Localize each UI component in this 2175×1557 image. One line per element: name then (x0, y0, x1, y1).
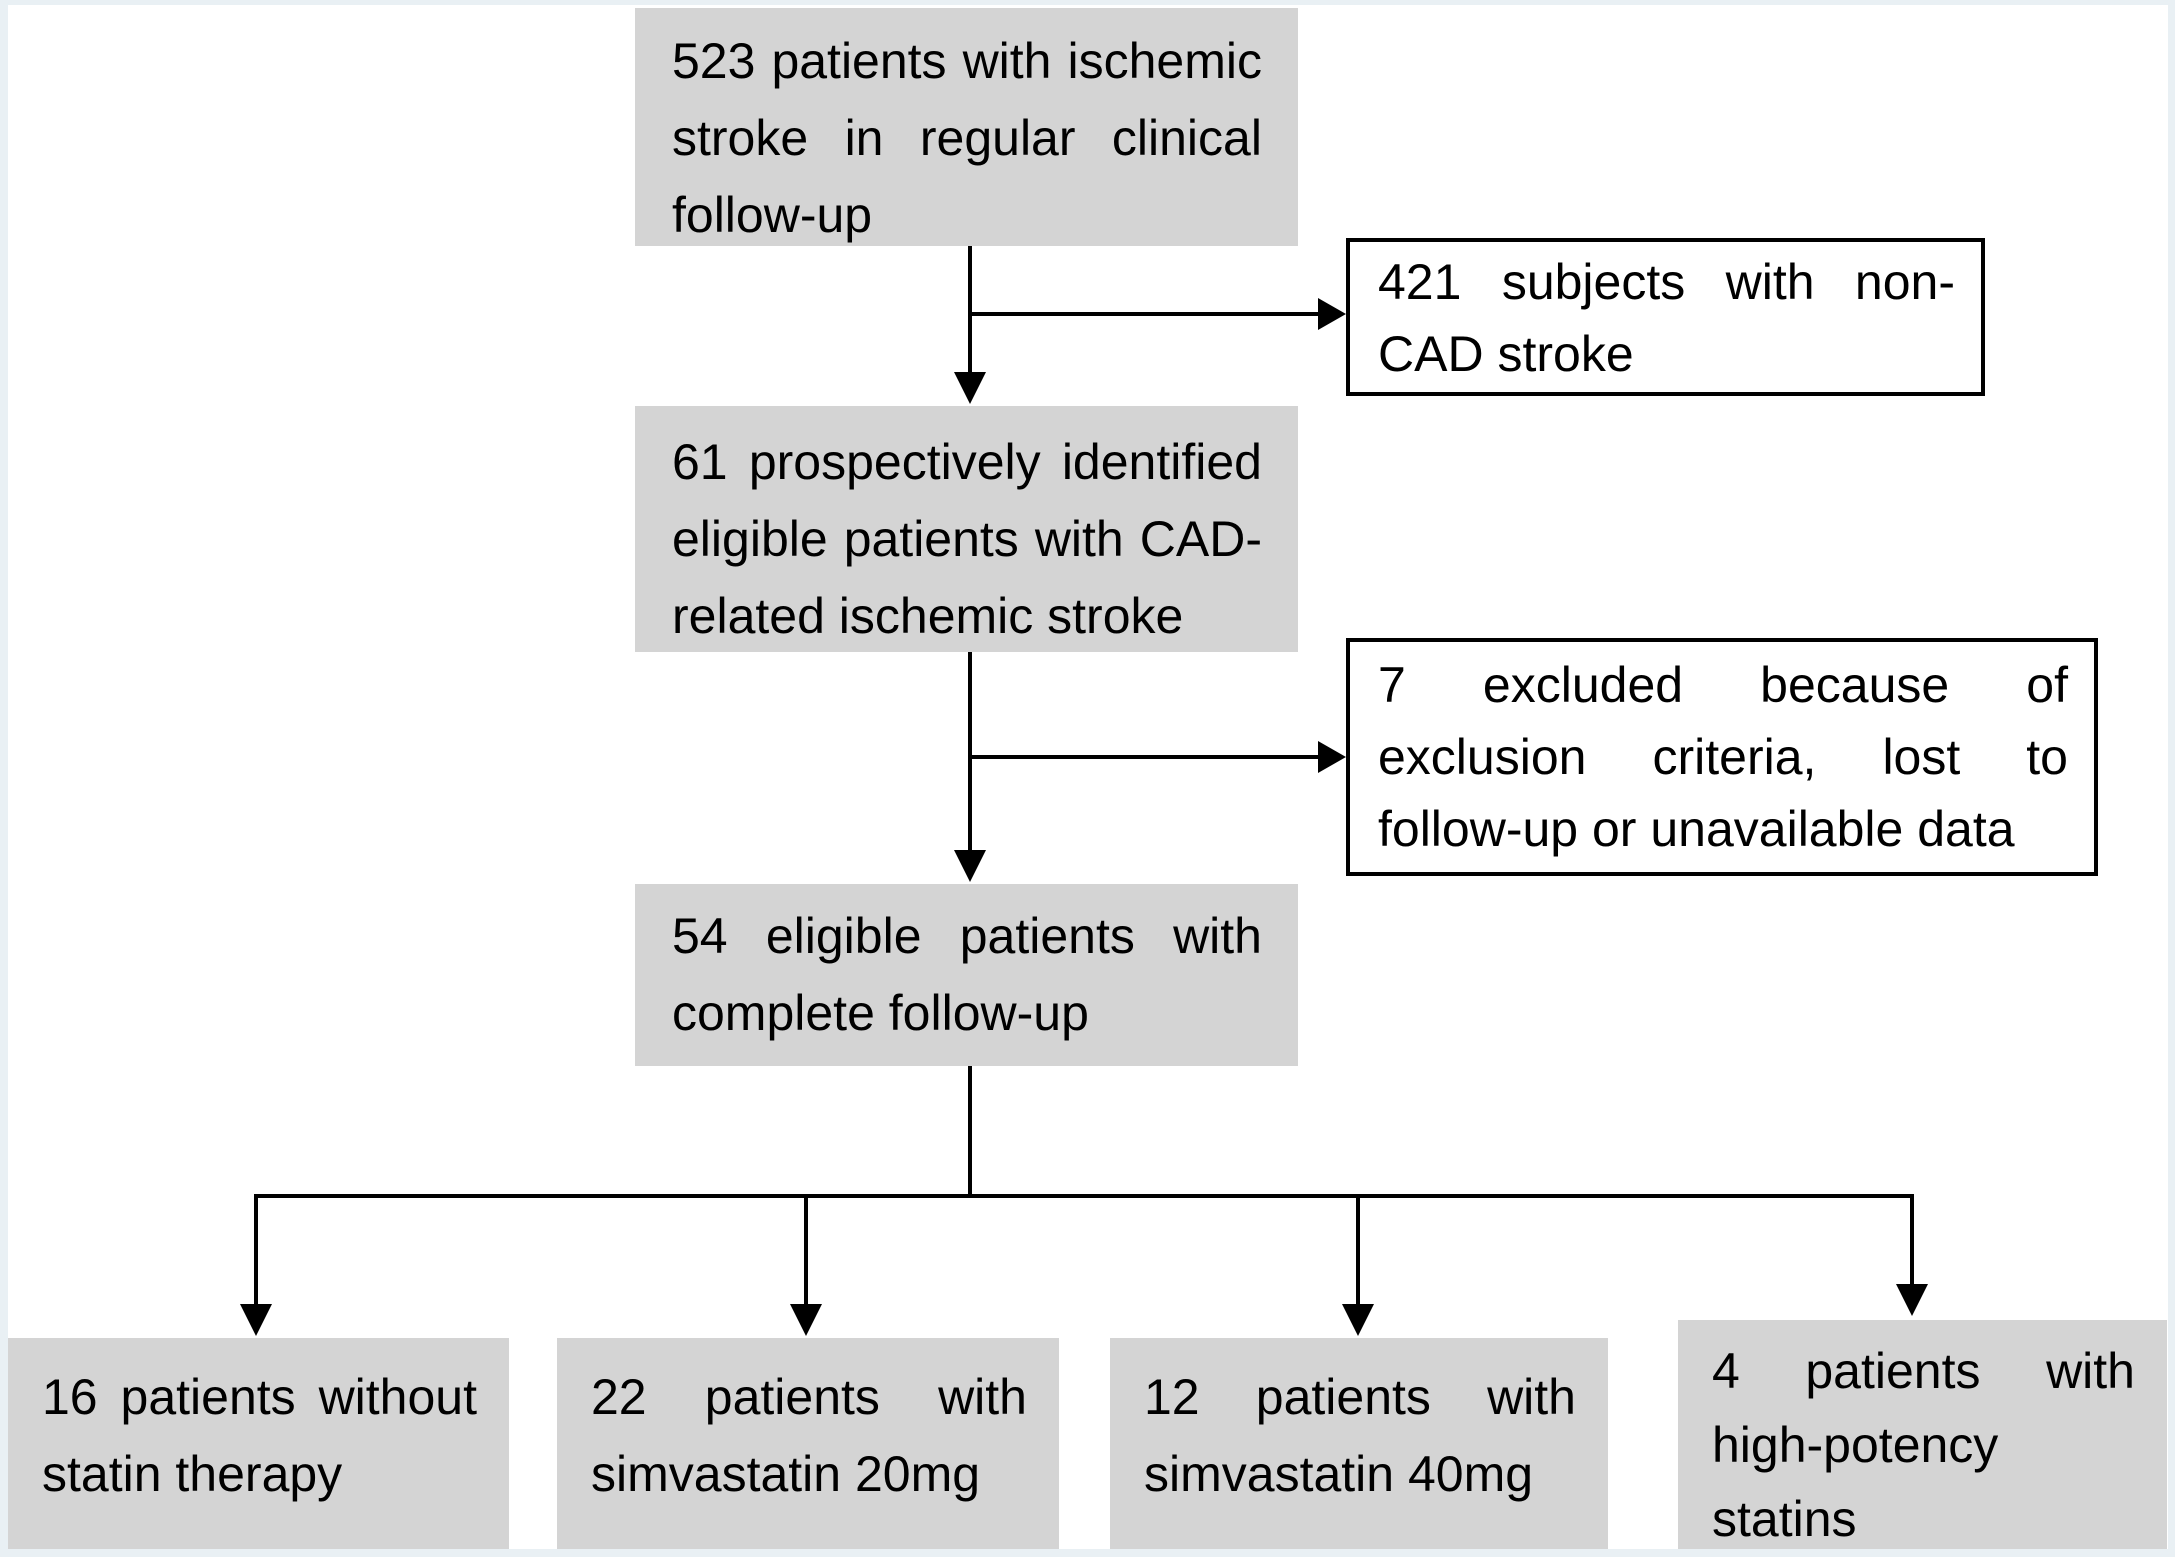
arrowhead-branch-high-potency (1896, 1284, 1928, 1316)
connector-to-non-cad-excluded (968, 312, 1318, 316)
connector-splitter-bar (254, 1194, 1914, 1198)
arrowhead-cad-to-followup (954, 850, 986, 882)
arrowhead-to-non-cad-excluded (1318, 298, 1346, 330)
connector-branch-high-potency-stem (1910, 1198, 1914, 1286)
page-frame-right (2168, 0, 2175, 1557)
arrowhead-to-criteria-excluded (1318, 741, 1346, 773)
connector-branch-simvastatin-20mg-stem (804, 1198, 808, 1306)
arrowhead-branch-simvastatin-20mg (790, 1304, 822, 1336)
connector-cad-to-followup-stem (968, 652, 972, 852)
connector-to-criteria-excluded (968, 755, 1318, 759)
page-frame-bottom (0, 1549, 2175, 1557)
page-frame-top (0, 0, 2175, 5)
arrowhead-branch-no-statin (240, 1304, 272, 1336)
connector-enrolled-to-cad-stem (968, 246, 972, 374)
connector-branch-no-statin-stem (254, 1198, 258, 1306)
connector-branch-simvastatin-40mg-stem (1356, 1198, 1360, 1306)
page-frame-left (0, 0, 8, 1557)
arrowhead-enrolled-to-cad (954, 372, 986, 404)
arrowhead-branch-simvastatin-40mg (1342, 1304, 1374, 1336)
connector-followup-to-splitter-stem (968, 1066, 972, 1198)
